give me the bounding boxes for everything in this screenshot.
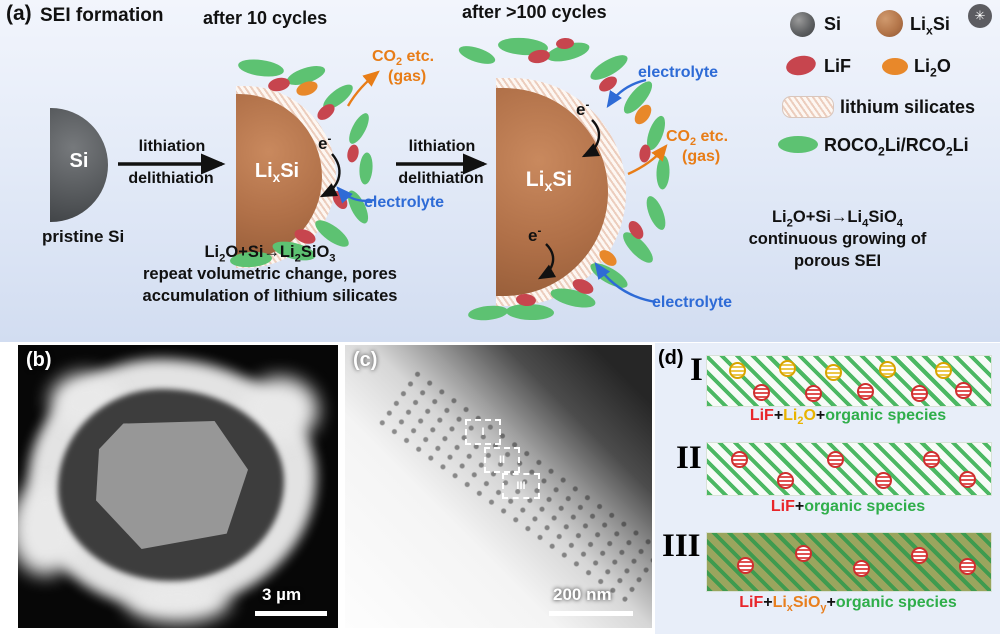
region-box-3: III xyxy=(502,473,540,499)
legend-si-label: Si xyxy=(824,14,842,34)
li2o-dot xyxy=(825,364,842,381)
panel-b-label: (b) xyxy=(26,349,52,371)
electrolyte-arrow-2 xyxy=(606,78,647,108)
panel-a-arrows xyxy=(118,70,668,304)
lif-dot xyxy=(777,472,794,489)
legend-lif-label: LiF xyxy=(824,56,851,76)
reaction1-line1: Li2O+Si→Li2SiO3 xyxy=(204,243,336,265)
region-box-2: II xyxy=(484,447,520,473)
band-1-caption: LiF+Li2O+organic species xyxy=(749,407,947,428)
reaction2-line2: continuous growing of xyxy=(748,230,927,248)
panel-a-label: (a) xyxy=(6,2,32,25)
figure-title: SEI formation xyxy=(40,5,164,26)
roman-numeral-3: III xyxy=(662,528,701,564)
sem-shell-fluff xyxy=(126,577,230,623)
panel-d-label: (d) xyxy=(658,347,684,369)
lif-dot xyxy=(911,547,928,564)
particle2-label: LixSi xyxy=(525,168,573,196)
sei-band-1 xyxy=(706,355,992,407)
lif-dot xyxy=(827,451,844,468)
li2o-dot xyxy=(935,362,952,379)
co2-label-1-line2: (gas) xyxy=(388,68,427,85)
stage1-title: after 10 cycles xyxy=(203,8,328,28)
electron-path-3 xyxy=(537,243,557,280)
legend-silicates-icon xyxy=(782,96,834,118)
lif-dot xyxy=(955,382,972,399)
electron-path-2 xyxy=(581,119,601,158)
legend-li2o-icon xyxy=(882,58,908,75)
band-3-caption: LiF+LixSiOy+organic species xyxy=(739,594,957,615)
stage2-title: after >100 cycles xyxy=(462,2,607,22)
legend-silicates-label: lithium silicates xyxy=(840,97,976,117)
legend-lixsi-label: LixSi xyxy=(910,14,950,38)
pristine-si-caption: pristine Si xyxy=(42,227,125,246)
panel-c-label: (c) xyxy=(353,349,378,371)
panel-b-scale-text: 3 µm xyxy=(262,585,302,604)
lif-dot xyxy=(737,557,754,574)
region-label-1: I xyxy=(481,426,485,438)
lif-dot xyxy=(923,451,940,468)
legend-li2o-label: Li2O xyxy=(914,56,951,80)
reaction2-line1: Li2O+Si→Li4SiO4 xyxy=(771,208,904,230)
delithiation-label-1: delithiation xyxy=(128,170,214,187)
electron-label-3: e- xyxy=(528,225,542,245)
lif-dot xyxy=(875,472,892,489)
co2-label-2-line1: CO2 etc. xyxy=(666,128,729,149)
electrolyte-label-3: electrolyte xyxy=(652,294,733,311)
reaction1-line2: repeat volumetric change, pores xyxy=(142,265,397,283)
lif-dot xyxy=(959,558,976,575)
region-box-1: I xyxy=(465,419,501,445)
lif-dot xyxy=(857,383,874,400)
co2-arrow-1 xyxy=(346,70,380,107)
lithiation-label-1: lithiation xyxy=(138,138,206,155)
li2o-dot xyxy=(879,361,896,378)
lif-dot xyxy=(731,451,748,468)
co2-arrow-2 xyxy=(627,144,668,176)
panel-b-scale-bar xyxy=(255,611,327,616)
roman-numeral-2: II xyxy=(676,440,702,476)
band-2-caption: LiF+organic species xyxy=(770,498,926,515)
co2-label-1-line1: CO2 etc. xyxy=(372,48,435,69)
panel-c-scale-bar xyxy=(549,611,633,616)
legend-organic-label: ROCO2Li/RCO2Li xyxy=(824,135,969,159)
reaction1-line3: accumulation of lithium silicates xyxy=(142,287,398,305)
region-label-2: II xyxy=(498,454,506,466)
roman-numeral-1: I xyxy=(690,352,703,388)
region-label-3: III xyxy=(516,480,526,492)
li2o-dot xyxy=(779,360,796,377)
electrolyte-label-1: electrolyte xyxy=(364,194,445,211)
reaction2-line3: porous SEI xyxy=(793,252,882,270)
pristine-si-label: Si xyxy=(69,150,89,172)
lif-dot xyxy=(959,471,976,488)
li2o-dot xyxy=(729,362,746,379)
tem-image: I II III (c) 200 nm xyxy=(345,345,652,628)
viewer-badge-icon[interactable]: ✳ xyxy=(968,4,992,28)
electron-label-2: e- xyxy=(576,99,590,119)
co2-label-2-line2: (gas) xyxy=(682,148,721,165)
panel-c-scale-text: 200 nm xyxy=(553,585,612,604)
electrolyte-label-2: electrolyte xyxy=(638,64,719,81)
lif-dot xyxy=(853,560,870,577)
legend-si-icon xyxy=(790,12,815,37)
electron-path-1 xyxy=(319,153,341,198)
electron-label-1: e- xyxy=(318,133,332,153)
sei-band-3 xyxy=(706,532,992,592)
lithiation-label-2: lithiation xyxy=(408,138,476,155)
sei-band-2 xyxy=(706,442,992,496)
lif-dot xyxy=(911,385,928,402)
electrolyte-arrow-1 xyxy=(336,186,375,204)
reaction2-block: Li2O+Si→Li4SiO4 continuous growing of po… xyxy=(700,206,975,272)
lif-dot xyxy=(805,385,822,402)
legend-lixsi-icon xyxy=(876,10,903,37)
particle1-label: LixSi xyxy=(254,160,300,185)
lif-dot xyxy=(753,384,770,401)
sem-image: (b) 3 µm xyxy=(18,345,338,628)
lif-dot xyxy=(795,545,812,562)
legend-organic-icon xyxy=(778,136,818,153)
electrolyte-arrow-3 xyxy=(594,262,657,304)
reaction1-block: Li2O+Si→Li2SiO3 repeat volumetric change… xyxy=(110,241,430,307)
delithiation-label-2: delithiation xyxy=(398,170,484,187)
